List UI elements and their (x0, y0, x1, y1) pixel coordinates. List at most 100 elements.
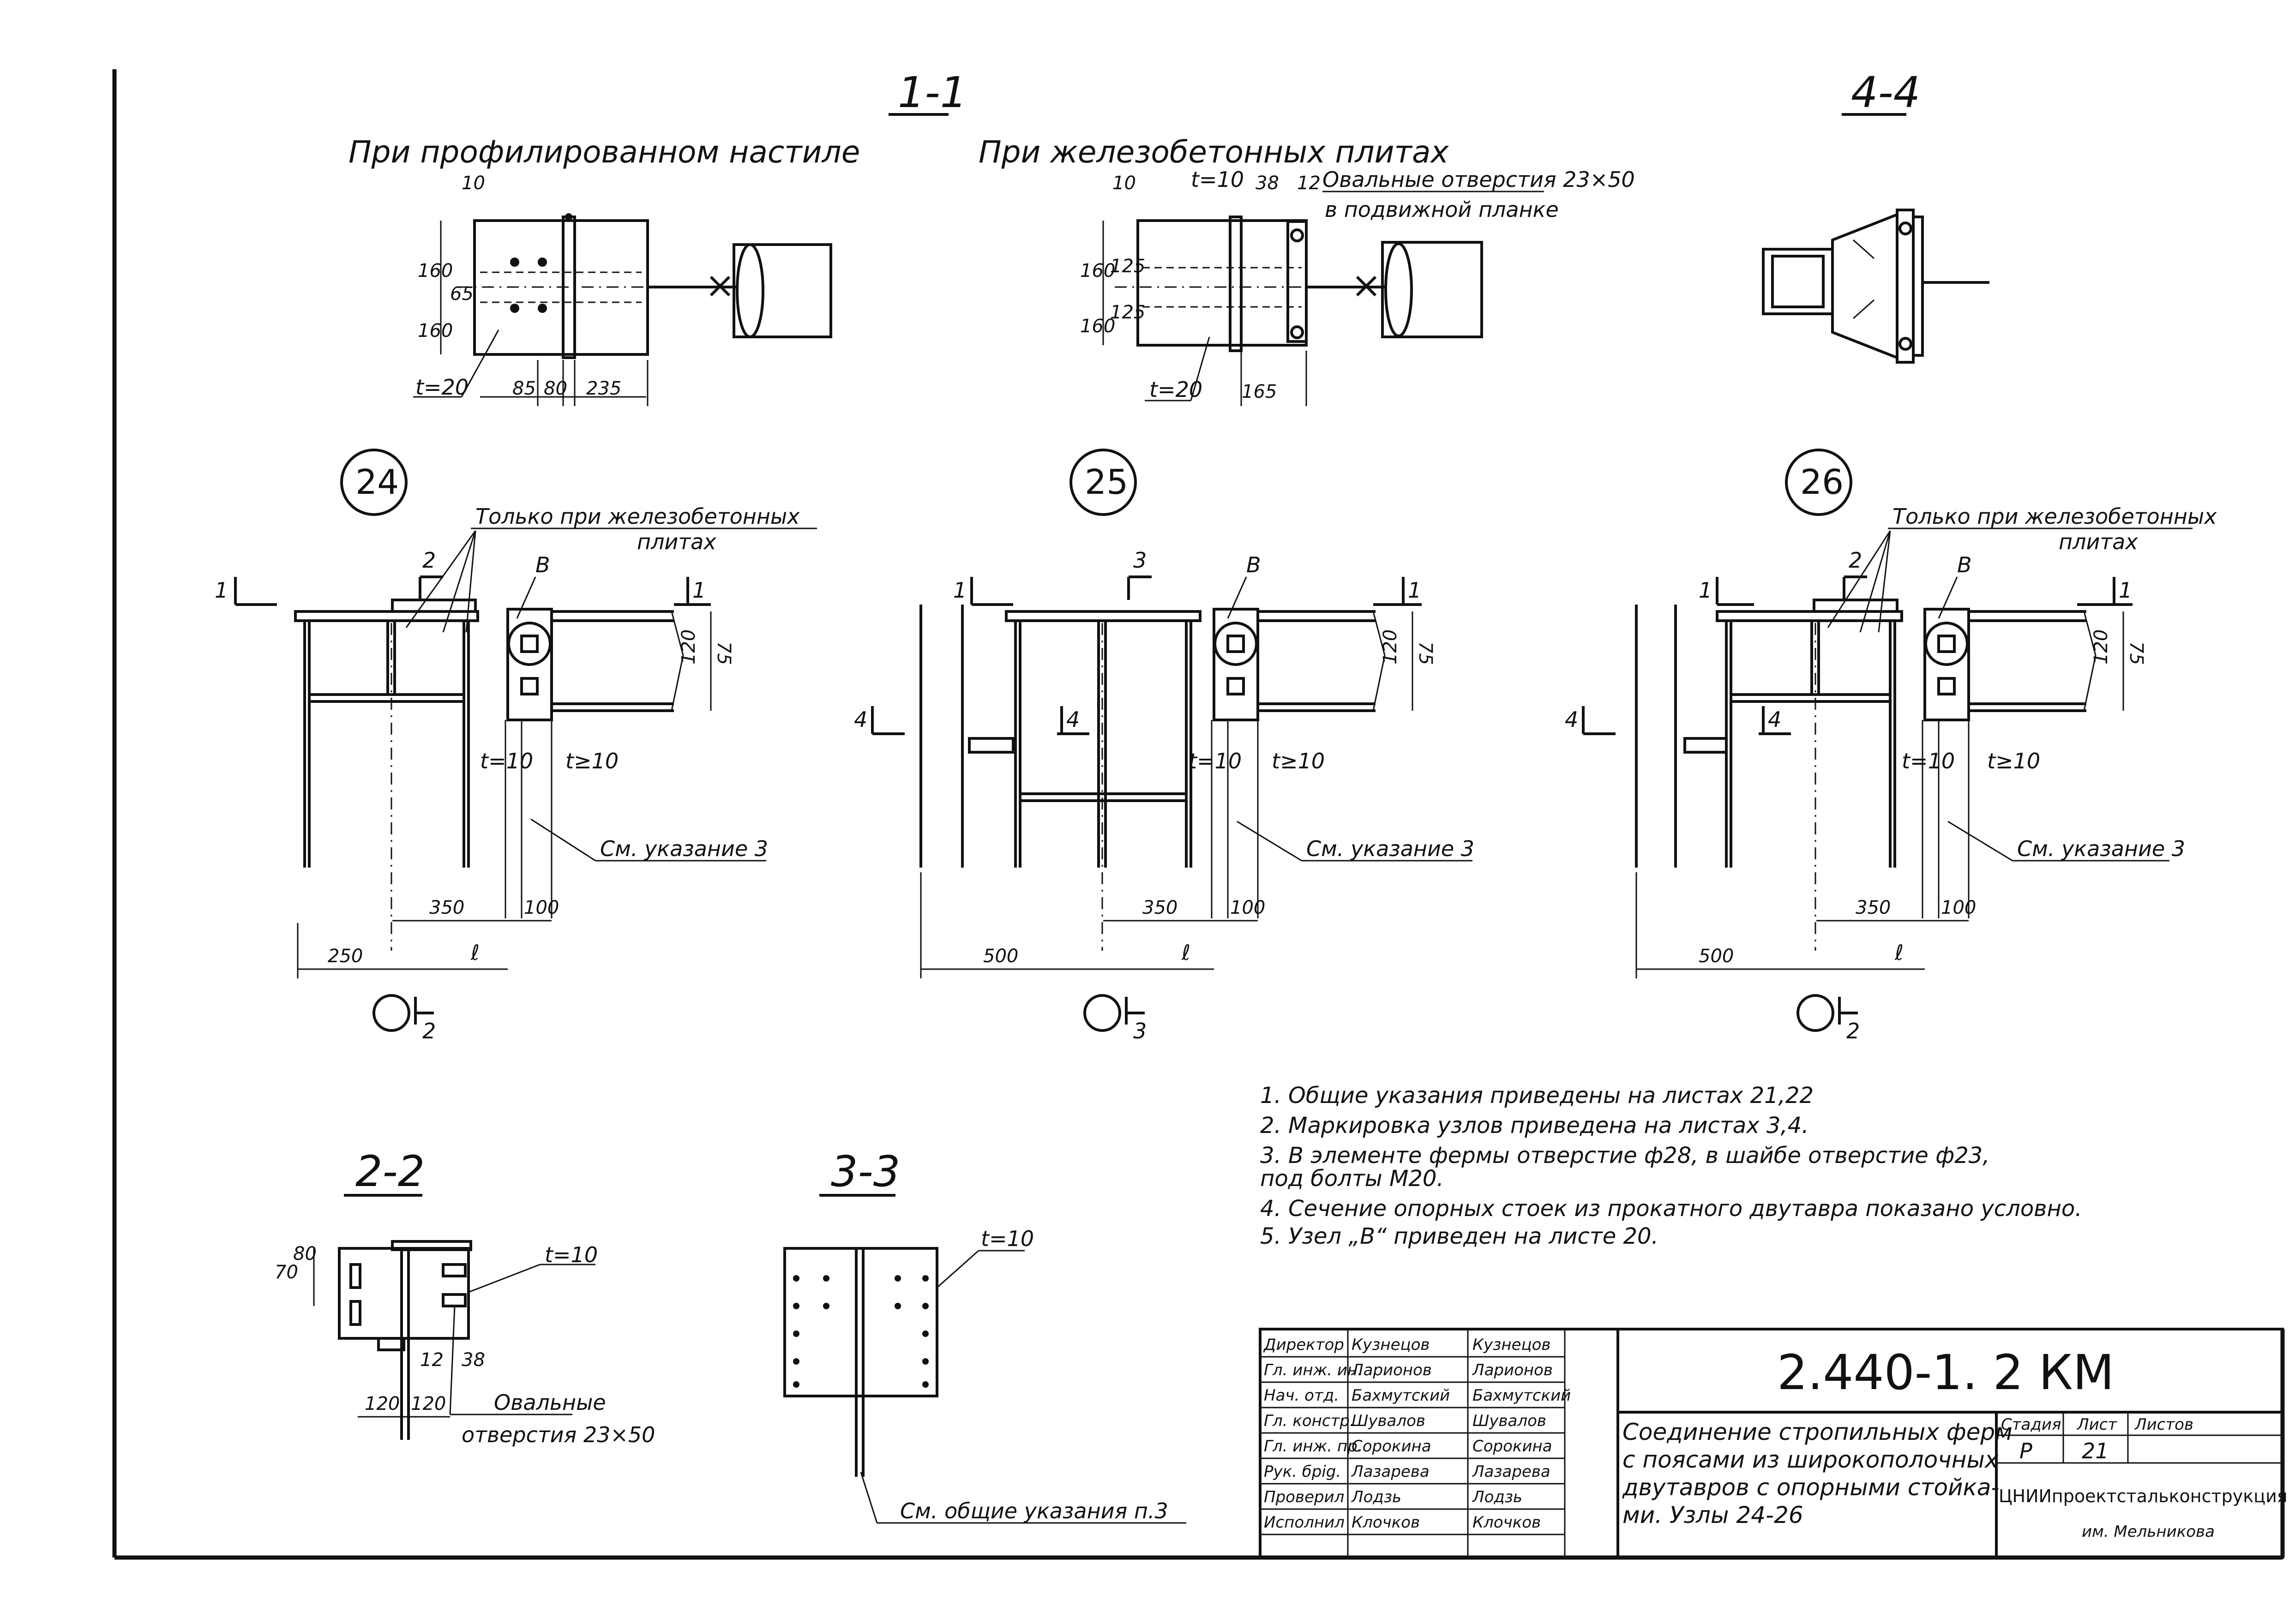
dim-10-rc: 10 (1112, 173, 1136, 194)
node-26-dim-100: 100 (1941, 897, 1976, 918)
tb-role-1: Гл. инж. ин. (1264, 1361, 1363, 1379)
label-see-general: См. общие указания п.3 (900, 1498, 1168, 1523)
caption-rc-slabs: При железобетонных плитах (979, 134, 1449, 170)
note-1: 1. Общие указания приведены на листах 21… (1260, 1083, 1814, 1109)
section-3-3: 3-3 t=10 См. общие указания п.3 (783, 1147, 1186, 1524)
tb-sheets-label: Листов (2134, 1415, 2193, 1434)
node-26-dim-350: 350 (1856, 897, 1891, 918)
node-26-cut-4-left: 4 (1565, 707, 1578, 732)
node-25-see-note: См. указание 3 (1306, 836, 1474, 861)
tb-sheet: 21 (2082, 1438, 2109, 1463)
note-3-cont: под болты М20. (1260, 1166, 1444, 1192)
tb-role-2: Нач. отд. (1264, 1386, 1339, 1405)
node-25-cut-3: 3 (1133, 548, 1147, 573)
node-26-mark-B: B (1957, 552, 1972, 577)
node-26-cut-4-mid: 4 (1768, 707, 1781, 732)
node-24-cut-2-bottom: 2 (422, 1019, 436, 1043)
dim-12-22: 12 (420, 1349, 444, 1371)
node-26-t10: t=10 (1902, 749, 1955, 773)
node-24-l: ℓ (470, 940, 480, 965)
dim-165: 165 (1242, 381, 1277, 402)
section-2-2-title: 2-2 (355, 1147, 425, 1196)
tb-role-6: Проверил (1264, 1488, 1344, 1506)
section-2-2: 2-2 70 80 t=10 12 38 120 120 Овальные от… (275, 1147, 655, 1447)
node-24-dim-120: 120 (678, 629, 699, 665)
tb-name-5: Лазарева (1351, 1462, 1430, 1481)
dim-160-a: 160 (418, 260, 453, 282)
tb-name-0: Кузнецов (1352, 1336, 1430, 1354)
node-25-dim-350: 350 (1142, 897, 1178, 918)
node-24-dim-100: 100 (524, 897, 559, 918)
node-25: 25 1 1 3 B 4 4 (854, 449, 1474, 1043)
label-t10-rc: t=10 (1191, 167, 1244, 192)
caption-profiled: При профилированном настиле (348, 134, 860, 170)
tb-name-7: Клочков (1352, 1513, 1420, 1532)
label-movable-plank: в подвижной планке (1325, 197, 1559, 222)
node-24-dim-350: 350 (429, 897, 464, 918)
node-26-cut-1-left: 1 (1699, 578, 1712, 603)
node-26-tge10: t≥10 (1987, 749, 2040, 773)
tb-sheet-label: Лист (2076, 1415, 2117, 1434)
dim-125-b: 125 (1110, 302, 1145, 323)
node-26: 26 Только при железобетонных плитах 1 1 … (1565, 449, 2217, 1043)
dim-12: 12 (1297, 173, 1321, 194)
node-24-dim-250: 250 (328, 946, 363, 967)
tb-role-3: Гл. констр. (1264, 1412, 1355, 1430)
node-25-cut-4-mid: 4 (1066, 707, 1080, 732)
node-25-dim-500: 500 (983, 946, 1018, 967)
dim-120-22a: 120 (365, 1393, 400, 1414)
node-25-cut-1-right: 1 (1408, 578, 1421, 603)
node-25-t10: t=10 (1189, 749, 1242, 773)
dim-38-22: 38 (462, 1349, 485, 1371)
tb-sign-1: Ларионов (1472, 1361, 1553, 1379)
dim-38: 38 (1256, 173, 1279, 194)
node-24-dim-75: 75 (713, 641, 734, 665)
dim-235: 235 (586, 378, 621, 399)
dim-80-22: 80 (293, 1243, 317, 1264)
node-24-mark-B: B (535, 552, 550, 577)
node-24-see-note: См. указание 3 (600, 836, 768, 861)
note-2: 2. Маркировка узлов приведена на листах … (1260, 1113, 1808, 1139)
node-24-only-rc-1: Только при железобетонных (475, 504, 800, 529)
label-oval-22-1: Овальные (494, 1390, 606, 1415)
dim-10: 10 (462, 173, 485, 194)
tb-sign-3: Шувалов (1472, 1412, 1546, 1430)
note-4: 4. Сечение опорных стоек из прокатного д… (1260, 1196, 2082, 1222)
node-25-dim-120: 120 (1380, 629, 1401, 665)
node-26-only-rc-1: Только при железобетонных (1892, 504, 2217, 529)
tb-name-2: Бахмутский (1352, 1386, 1450, 1405)
node-25-cut-1-left: 1 (953, 578, 967, 603)
dim-65: 65 (450, 283, 474, 305)
general-notes: 1. Общие указания приведены на листах 21… (1260, 1083, 2082, 1249)
node-25-mark-B: B (1246, 552, 1261, 577)
node-26-only-rc-2: плитах (2059, 529, 2138, 554)
node-26-dim-75: 75 (2126, 641, 2147, 665)
tb-role-5: Рук. брig. (1264, 1462, 1341, 1481)
node-24-only-rc-2: плитах (637, 529, 716, 554)
tb-sign-2: Бахмутский (1472, 1386, 1571, 1405)
dim-160-rc-a: 160 (1080, 260, 1115, 282)
node-26-dim-120: 120 (2091, 629, 2112, 665)
note-3: 3. В элементе фермы отверстие ф28, в шай… (1260, 1143, 1989, 1169)
node-25-cut-3-bottom: 3 (1133, 1019, 1147, 1043)
tb-stage-label: Стадия (2001, 1415, 2061, 1434)
label-t10-22: t=10 (545, 1242, 598, 1267)
node-26-see-note: См. указание 3 (2017, 836, 2185, 861)
tb-name-3: Шувалов (1352, 1412, 1425, 1430)
node-24-label: 24 (355, 462, 399, 502)
label-oval-holes-plank: Овальные отверстия 23×50 (1322, 167, 1635, 192)
tb-name-6: Лодзь (1351, 1488, 1401, 1506)
dim-85: 85 (512, 378, 536, 399)
node-26-label: 26 (1800, 462, 1844, 502)
tb-role-7: Исполнил (1264, 1513, 1345, 1532)
node-26-dim-500: 500 (1699, 946, 1734, 967)
node-25-cut-4-left: 4 (854, 707, 867, 732)
section-1-1: 1-1 При профилированном настиле При желе… (348, 68, 1635, 406)
node-25-tge10: t≥10 (1272, 749, 1325, 773)
section-1-1-title: 1-1 (898, 68, 967, 117)
node-26-cut-2-bottom: 2 (1846, 1019, 1860, 1043)
tb-sign-6: Лодзь (1472, 1488, 1522, 1506)
tb-role-0: Директор (1263, 1336, 1344, 1354)
